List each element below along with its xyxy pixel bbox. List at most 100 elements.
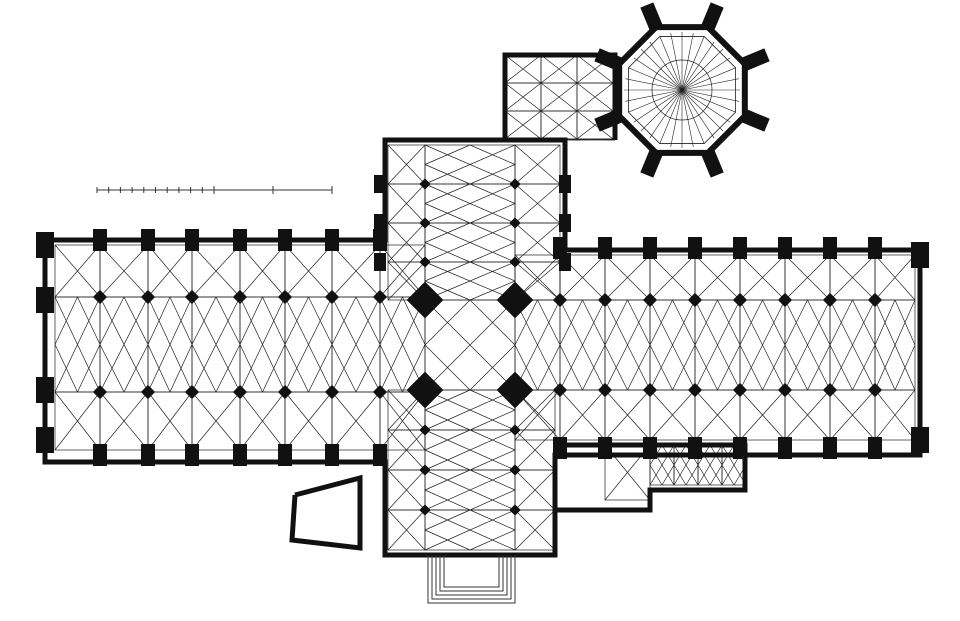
tierceron — [215, 296, 241, 345]
pier — [777, 292, 793, 308]
radial-rib — [681, 48, 724, 91]
pier — [732, 292, 748, 308]
pier — [419, 424, 431, 436]
tierceron — [469, 144, 516, 165]
buttress — [325, 444, 339, 466]
vault-rib — [424, 261, 516, 301]
tierceron — [469, 222, 516, 243]
tierceron — [379, 344, 403, 393]
tierceron — [627, 344, 651, 391]
pier — [92, 289, 108, 305]
tierceron — [379, 296, 403, 345]
vault-rib — [284, 391, 333, 451]
pier — [372, 289, 388, 305]
radial-rib — [659, 89, 683, 144]
pier — [509, 424, 521, 436]
tierceron — [99, 296, 125, 345]
buttress — [36, 287, 54, 313]
tierceron — [874, 299, 896, 346]
vault-rib — [576, 82, 614, 112]
radial-rib — [681, 89, 715, 139]
tierceron — [739, 299, 763, 346]
sacristy-wall — [555, 442, 748, 513]
tierceron — [762, 344, 786, 391]
step — [427, 555, 516, 604]
tierceron — [661, 464, 675, 486]
tierceron — [424, 409, 471, 431]
buttress — [373, 229, 387, 251]
buttress — [778, 437, 792, 459]
vault-rib — [54, 244, 101, 298]
radial-rib — [681, 89, 705, 144]
crossing-pier — [406, 281, 444, 319]
buttress — [93, 444, 107, 466]
radial-rib — [659, 36, 683, 91]
pier — [184, 289, 200, 305]
tierceron — [537, 299, 561, 346]
tierceron — [784, 344, 808, 391]
vault-rib — [829, 299, 876, 391]
tierceron — [582, 299, 606, 346]
vault-rib — [387, 222, 426, 263]
radial-rib — [681, 89, 739, 102]
vault-rib — [540, 110, 578, 140]
tierceron — [424, 529, 471, 551]
tierceron — [331, 344, 357, 393]
vault-rib — [514, 144, 561, 185]
crossing-pier — [406, 371, 444, 409]
tierceron — [469, 409, 516, 431]
tierceron — [54, 344, 78, 393]
tierceron — [673, 464, 687, 486]
buttress — [374, 214, 386, 232]
vault-rib — [191, 244, 241, 298]
tierceron — [469, 344, 516, 391]
buttress — [559, 175, 571, 193]
tierceron — [169, 296, 193, 345]
tierceron — [537, 344, 561, 391]
tierceron — [424, 242, 471, 263]
tierceron — [649, 464, 663, 486]
vault-rib — [239, 391, 286, 451]
tierceron — [582, 344, 606, 391]
radial-rib — [628, 67, 683, 91]
vault-rib — [604, 299, 651, 391]
buttress — [185, 229, 199, 251]
buttress — [868, 437, 882, 459]
buttress — [141, 444, 155, 466]
tierceron — [604, 299, 628, 346]
tierceron — [784, 299, 808, 346]
radial-rib — [681, 33, 694, 91]
buttress — [36, 377, 54, 403]
vault-rib — [191, 296, 241, 393]
buttress — [233, 229, 247, 251]
buttress — [598, 237, 612, 259]
vault-rib — [504, 54, 542, 84]
tierceron — [469, 299, 516, 346]
vault-rib — [147, 244, 193, 298]
buttress — [278, 444, 292, 466]
tierceron — [739, 344, 763, 391]
vault-rib — [874, 254, 916, 301]
octagon-buttress — [594, 109, 622, 132]
octagon-buttress — [701, 150, 724, 178]
tierceron — [169, 344, 193, 393]
tierceron — [894, 344, 916, 391]
tierceron — [424, 449, 471, 471]
vault-rib — [99, 296, 149, 393]
tierceron — [402, 344, 426, 393]
tierceron — [469, 261, 516, 282]
tierceron — [284, 296, 309, 345]
pier — [552, 382, 568, 398]
pier — [687, 292, 703, 308]
vault-rib — [387, 144, 426, 185]
vault-rib — [379, 391, 426, 451]
radial-rib — [681, 89, 736, 113]
buttress — [36, 232, 54, 258]
pier — [277, 384, 293, 400]
vault-rib — [694, 389, 741, 441]
vault-rib — [54, 391, 101, 451]
vault-rib — [514, 389, 556, 431]
crossing-pier — [496, 371, 534, 409]
radial-rib — [633, 89, 683, 123]
passage-wall — [502, 52, 618, 140]
